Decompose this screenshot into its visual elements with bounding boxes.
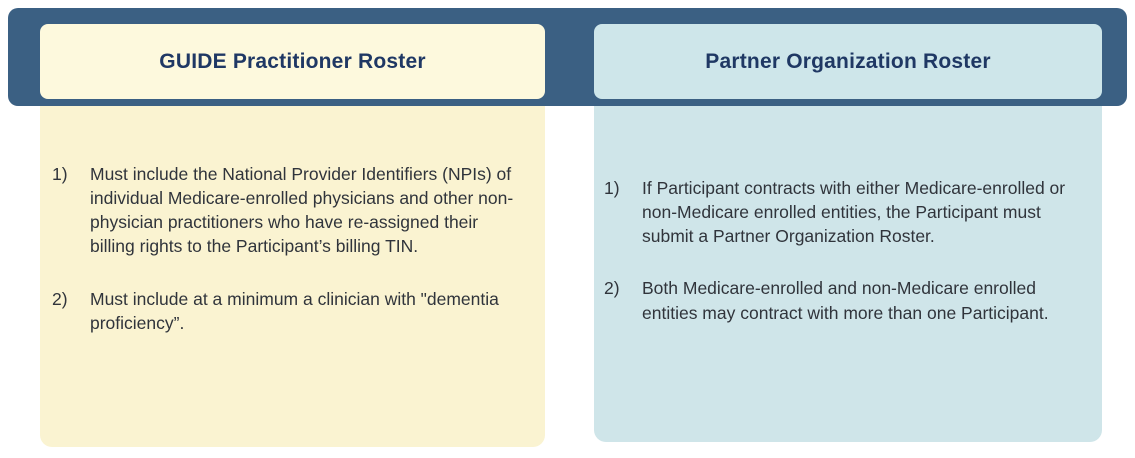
list-item-number: 2) (604, 278, 620, 299)
list-item: 1) Must include the National Provider Id… (52, 162, 531, 259)
guide-practitioner-roster-header: GUIDE Practitioner Roster (40, 24, 545, 99)
list-item-text: Must include the National Provider Ident… (90, 164, 514, 257)
list-item-text: If Participant contracts with either Med… (642, 178, 1066, 247)
list-item-number: 2) (52, 288, 68, 309)
list-item-text: Must include at a minimum a clinician wi… (90, 288, 499, 333)
list-item: 2) Must include at a minimum a clinician… (52, 287, 531, 335)
list-item: 2) Both Medicare-enrolled and non-Medica… (604, 276, 1084, 324)
list-item-number: 1) (604, 178, 620, 198)
guide-practitioner-roster-panel: 1) Must include the National Provider Id… (40, 106, 545, 447)
list-item-number: 1) (52, 164, 68, 184)
list-item: 1) If Participant contracts with either … (604, 176, 1084, 248)
guide-practitioner-roster-title: GUIDE Practitioner Roster (159, 49, 426, 73)
partner-organization-roster-header: Partner Organization Roster (594, 24, 1102, 99)
partner-organization-roster-panel: 1) If Participant contracts with either … (594, 106, 1102, 442)
partner-organization-roster-title: Partner Organization Roster (705, 49, 991, 73)
list-item-text: Both Medicare-enrolled and non-Medicare … (642, 278, 1049, 323)
